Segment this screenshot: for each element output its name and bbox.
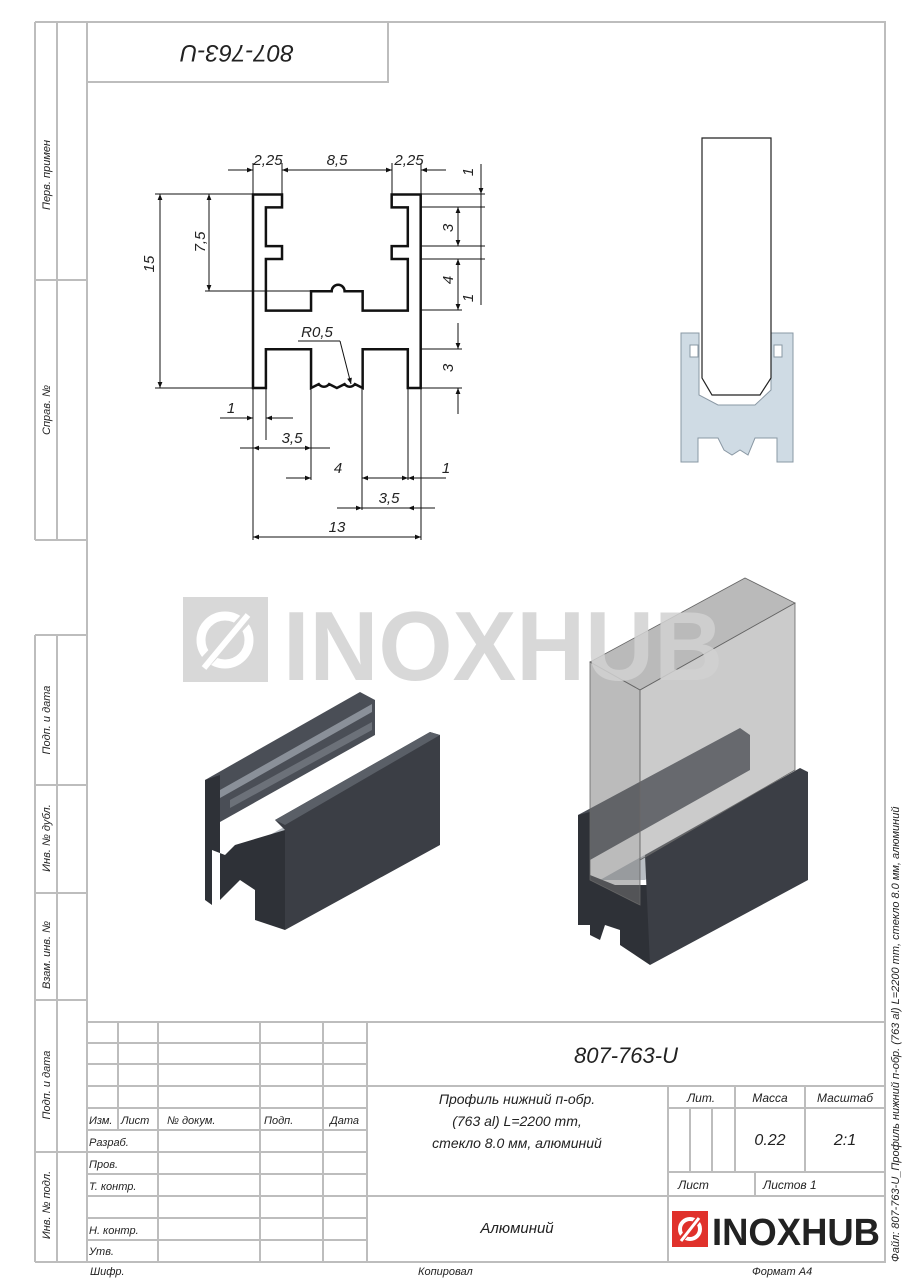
drawing-code: 807-763-U — [574, 1043, 678, 1068]
top-box-code: 807-763-U — [180, 39, 294, 66]
drawing-name-line: (763 al) L=2200 mm, — [452, 1113, 582, 1129]
dimension-labels: 2,25 8,5 2,25 15 7,5 1 3 4 1 3 R0,5 1 3,… — [141, 152, 477, 536]
dim-label: 1 — [227, 400, 235, 417]
dim-label: R0,5 — [301, 324, 333, 341]
header-signature: Подп. — [264, 1115, 293, 1127]
header-izm: Изм. — [89, 1115, 112, 1127]
dim-label: 1 — [442, 460, 450, 477]
sheets-count-label: Листов 1 — [762, 1178, 817, 1192]
title-block: 807-763-U Профиль нижний п-обр. (763 al)… — [88, 1043, 874, 1258]
dim-label: 4 — [334, 460, 342, 477]
dim-label: 3 — [440, 223, 457, 232]
sheet-label: Лист — [677, 1178, 709, 1192]
dim-label: 1 — [460, 294, 477, 302]
mass-value: 0.22 — [754, 1132, 785, 1149]
dim-label: 13 — [329, 519, 346, 536]
lit-label: Лит. — [686, 1091, 715, 1105]
logo-text: INOXHUB — [712, 1212, 880, 1254]
file-caption: Файл: 807-763-U_Профиль нижний п-обр. (7… — [890, 807, 902, 1262]
dim-label: 3 — [440, 363, 457, 372]
glass-elevation-view — [680, 137, 794, 463]
dim-label: 3,5 — [282, 430, 304, 447]
header-list: Лист — [120, 1115, 149, 1127]
drawing-name-line: стекло 8.0 мм, алюминий — [432, 1135, 602, 1151]
side-label: Подп. и дата — [41, 686, 53, 755]
sheet-frame — [34, 21, 886, 1263]
material: Алюминий — [479, 1220, 554, 1237]
role-label: Т. контр. — [89, 1181, 136, 1193]
scale-value: 2:1 — [833, 1132, 856, 1149]
side-labels: Перв. примен Справ. № Подп. и дата Инв. … — [41, 140, 53, 1239]
profile-section — [253, 195, 421, 389]
watermark-text: INOXHUB — [283, 591, 723, 701]
role-label: Утв. — [88, 1246, 114, 1258]
inoxhub-logo: INOXHUB — [672, 1211, 880, 1254]
scale-label: Масштаб — [817, 1091, 874, 1105]
dim-label: 2,25 — [252, 152, 283, 169]
drawing-name-line: Профиль нижний п-обр. — [439, 1091, 595, 1107]
role-label: Н. контр. — [89, 1225, 139, 1237]
side-label: Инв. № подл. — [41, 1171, 53, 1239]
dim-label: 3,5 — [379, 490, 401, 507]
header-doc-number: № докум. — [167, 1115, 215, 1127]
footer-copied: Копировал — [418, 1266, 473, 1278]
dim-label: 2,25 — [393, 152, 424, 169]
side-label: Справ. № — [41, 385, 53, 435]
dim-label: 4 — [440, 276, 457, 284]
dim-label: 15 — [141, 255, 158, 272]
mass-label: Масса — [752, 1091, 788, 1105]
title-block-grid — [87, 1021, 885, 1262]
side-label: Инв. № дубл. — [41, 804, 53, 872]
side-label: Взам. инв. № — [41, 921, 53, 989]
role-label: Пров. — [89, 1159, 118, 1171]
dimension-lines — [155, 163, 485, 540]
dim-label: 1 — [460, 168, 477, 176]
profile-with-glass-3d-render — [578, 577, 808, 965]
dim-label: 7,5 — [192, 231, 209, 253]
dim-label: 8,5 — [327, 152, 349, 169]
watermark: INOXHUB — [183, 591, 723, 701]
profile-3d-render — [205, 692, 440, 930]
role-label: Разраб. — [89, 1137, 129, 1149]
side-label: Подп. и дата — [41, 1051, 53, 1120]
footer-cipher: Шифр. — [90, 1266, 125, 1278]
side-label: Перв. примен — [41, 140, 53, 210]
header-date: Дата — [328, 1115, 359, 1127]
footer-format: Формат А4 — [752, 1266, 812, 1278]
